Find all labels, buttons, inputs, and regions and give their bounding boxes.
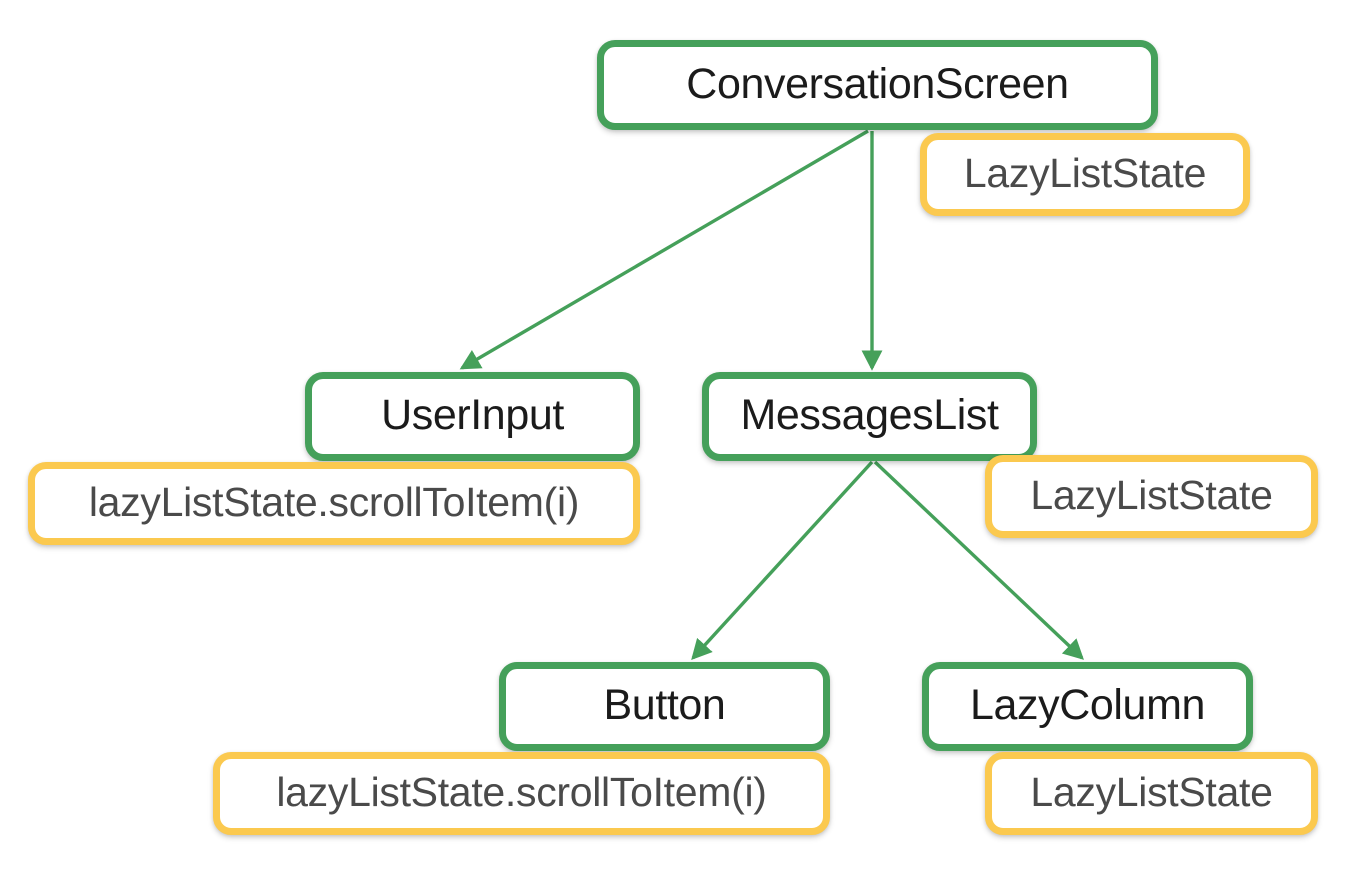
node-lazyliststate-top[interactable]: LazyListState [920,133,1250,216]
node-label: LazyListState [963,150,1207,196]
node-label: Button [603,681,726,729]
node-label: lazyListState.scrollToItem(i) [88,479,580,525]
node-messages-list[interactable]: MessagesList [702,372,1037,461]
node-lazyliststate-mid[interactable]: LazyListState [985,455,1318,538]
edge-messageslist-button [691,460,874,661]
node-label: LazyListState [1030,472,1273,518]
node-user-input[interactable]: UserInput [305,372,640,461]
node-label: MessagesList [740,391,999,439]
node-button[interactable]: Button [499,662,830,751]
node-label: ConversationScreen [686,59,1069,108]
node-lazyliststate-bottom[interactable]: LazyListState [985,752,1318,835]
node-label: LazyColumn [970,681,1205,729]
node-scrolltoitem-bottom[interactable]: lazyListState.scrollToItem(i) [213,752,830,835]
edge-conversationscreen-userinput [459,129,869,370]
node-label: lazyListState.scrollToItem(i) [276,769,767,815]
node-label: LazyListState [1030,769,1273,815]
node-conversation-screen[interactable]: ConversationScreen [597,40,1158,130]
node-scrolltoitem-left[interactable]: lazyListState.scrollToItem(i) [28,462,640,545]
node-label: UserInput [381,391,564,439]
node-lazy-column[interactable]: LazyColumn [922,662,1253,751]
